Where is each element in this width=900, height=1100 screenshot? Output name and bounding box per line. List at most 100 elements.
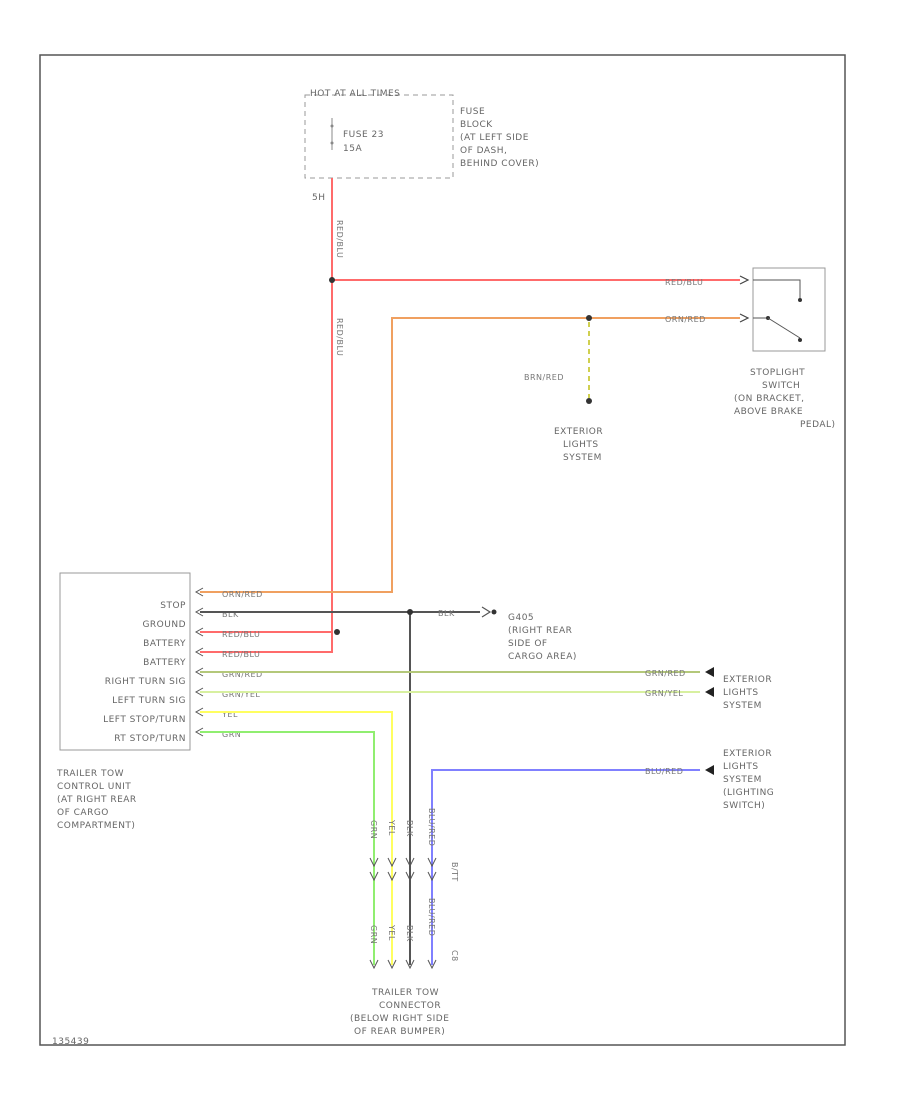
rt-stop-turn-wire [200, 731, 375, 965]
right-turn-arrow [705, 667, 714, 677]
connector-wire-blk-label-lower: BLK [405, 925, 414, 942]
exterior-lights-top-name-line1: EXTERIOR [554, 427, 603, 437]
exterior-lights-branch-end [586, 398, 592, 404]
fuse-block: HOT AT ALL TIMES FUSE 23 15A FUSE BLOCK … [304, 89, 539, 203]
cu-wire-left-turn-label: GRN/YEL [222, 690, 260, 699]
stoplight-terminal-2 [739, 313, 750, 323]
stoplight-contact-1 [753, 279, 801, 298]
lighting-switch-wire-label: BLU/RED [645, 767, 683, 776]
left-turn-arrow [705, 687, 714, 697]
ground-wire [200, 611, 480, 965]
fuse-terminal-top [330, 124, 334, 128]
exterior-lights-mid-name-line1: EXTERIOR [723, 675, 772, 685]
connector-side-label-bottom: C8 [450, 950, 459, 962]
cu-wire-battery-1-label: RED/BLU [222, 630, 260, 639]
fuse-block-outline [304, 94, 454, 179]
orange-wire-splice [586, 315, 592, 321]
diagram-frame [39, 54, 846, 1046]
ground-name-line3: SIDE OF [508, 639, 548, 649]
connector-wire-grn-label: GRN [369, 820, 378, 839]
control-unit-name-line5: COMPARTMENT) [57, 821, 135, 831]
ground-name-line2: (RIGHT REAR [508, 626, 572, 636]
left-stop-turn-wire [200, 711, 393, 965]
trailer-tow-connector: GRN YEL BLK BLU/RED B/TT GRN YEL BLK BLU… [350, 808, 459, 1037]
fuse-rating-line2: 15A [343, 144, 362, 154]
pin-battery-1-label: BATTERY [143, 639, 186, 649]
fuse-block-name-line2: BLOCK [460, 120, 493, 130]
fuse-block-name-line3: (AT LEFT SIDE [460, 133, 529, 143]
control-unit-name-line1: TRAILER TOW [56, 769, 124, 779]
cu-wire-left-stop-label: YEL [221, 710, 238, 719]
cu-wire-battery-2-label: RED/BLU [222, 650, 260, 659]
right-turn-wire-end-label: GRN/RED [645, 669, 686, 678]
exterior-lights-mid-name-line3: SYSTEM [723, 701, 762, 711]
lighting-switch-name-line5: SWITCH) [723, 801, 765, 811]
lighting-switch-name-line4: (LIGHTING [723, 788, 774, 798]
red-wire-vertical-label-mid: RED/BLU [335, 318, 344, 356]
fuse-rating-line1: FUSE 23 [343, 130, 384, 140]
connector-wire-yel-label: YEL [387, 819, 396, 836]
stoplight-switch-name-line1: STOPLIGHT [750, 368, 805, 378]
fuse-block-name-line5: BEHIND COVER) [460, 159, 539, 169]
cu-wire-right-turn-label: GRN/RED [222, 670, 263, 679]
ground-name-line4: CARGO AREA) [508, 652, 577, 662]
pin-stop-label: STOP [160, 601, 186, 611]
connector-wire-blu-label-lower: BLU/RED [427, 898, 436, 936]
control-unit-connector-markers [194, 587, 204, 737]
lighting-switch-wire [431, 769, 700, 965]
fuse-terminal-bottom [330, 141, 334, 145]
connector-wire-yel-label-lower: YEL [387, 924, 396, 941]
control-unit-box [59, 572, 191, 751]
lighting-switch-arrow [705, 765, 714, 775]
red-wire-splice-top [329, 277, 335, 283]
ground-wire-label: BLK [438, 609, 455, 618]
pin-ground-label: GROUND [142, 620, 186, 630]
connector-wire-blk-label: BLK [405, 820, 414, 837]
connector-wire-grn-label-lower: GRN [369, 925, 378, 944]
cu-wire-rt-stop-label: GRN [222, 730, 241, 739]
connector-wire-blu-label: BLU/RED [427, 808, 436, 846]
cu-wire-stop-label: ORN/RED [222, 590, 263, 599]
pin-rt-stop-turn-label: RT STOP/TURN [114, 734, 186, 744]
connector-name-line3: (BELOW RIGHT SIDE [350, 1014, 449, 1024]
red-wire-splice-bottom [334, 629, 340, 635]
left-turn-wire-end-label: GRN/YEL [645, 689, 683, 698]
pin-battery-2-label: BATTERY [143, 658, 186, 668]
fuse-block-name-line4: OF DASH, [460, 146, 507, 156]
connector-side-label-top: B/TT [450, 862, 459, 882]
connector-name-line1: TRAILER TOW [371, 988, 439, 998]
fuse-block-name-line1: FUSE [460, 107, 485, 117]
pin-left-stop-turn-label: LEFT STOP/TURN [103, 715, 186, 725]
stoplight-switch-name-line2: SWITCH [762, 381, 800, 391]
control-unit-name-line3: (AT RIGHT REAR [57, 795, 137, 805]
figure-code: 135439 [52, 1037, 89, 1047]
stoplight-switch: STOPLIGHT SWITCH (ON BRACKET, ABOVE BRAK… [734, 267, 835, 430]
orange-wire [200, 317, 740, 593]
fuse-terminal-label: 5H [312, 193, 326, 203]
lighting-switch-name-line1: EXTERIOR [723, 749, 772, 759]
hot-at-all-times-label: HOT AT ALL TIMES [310, 89, 400, 99]
stoplight-red-wire-label: RED/BLU [665, 278, 703, 287]
exterior-lights-mid-name-line2: LIGHTS [723, 688, 759, 698]
red-wire [200, 178, 740, 653]
stoplight-switch-name-line4: ABOVE BRAKE [734, 407, 803, 417]
stoplight-switch-name-line3: (ON BRACKET, [734, 394, 804, 404]
trailer-tow-control-unit: STOP GROUND BATTERY BATTERY RIGHT TURN S… [56, 572, 191, 831]
stoplight-switch-box [752, 267, 826, 352]
pin-right-turn-label: RIGHT TURN SIG [105, 677, 186, 687]
stoplight-terminal-1 [739, 275, 750, 285]
cu-wire-ground-label: BLK [222, 610, 239, 619]
control-unit-name-line4: OF CARGO [57, 808, 109, 818]
ground-name-line1: G405 [508, 613, 534, 623]
lighting-switch-name-line3: SYSTEM [723, 775, 762, 785]
connector-name-line4: OF REAR BUMPER) [354, 1027, 445, 1037]
exterior-lights-top-name-line2: LIGHTS [563, 440, 599, 450]
exterior-lights-top-name-line3: SYSTEM [563, 453, 602, 463]
stoplight-orange-wire-label: ORN/RED [665, 315, 706, 324]
stoplight-switch-arm [767, 317, 801, 339]
red-wire-vertical-label-top: RED/BLU [335, 220, 344, 258]
lighting-switch-name-line2: LIGHTS [723, 762, 759, 772]
pin-left-turn-label: LEFT TURN SIG [112, 696, 186, 706]
ground-wire-splice [407, 609, 413, 615]
